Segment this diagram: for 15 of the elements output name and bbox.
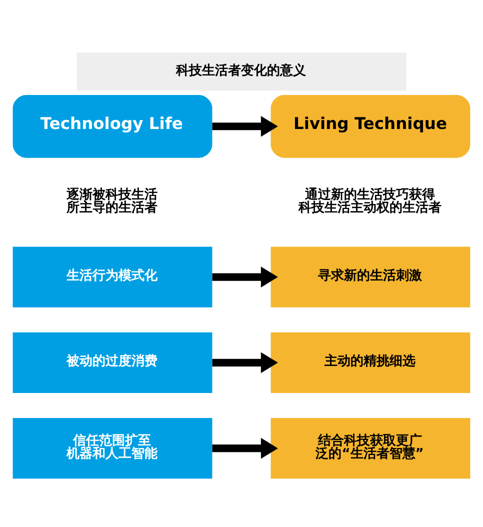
node-box: 主动的精挑细选 — [270, 332, 470, 394]
node-label: 通过新的生活技巧获得科技生活主动权的生活者 — [298, 188, 442, 216]
arrow — [212, 352, 278, 374]
node-box: Technology Life — [12, 94, 212, 158]
arrow — [212, 116, 278, 137]
node-label: 逐渐被科技生活所主导的生活者 — [66, 188, 158, 216]
node-box: 结合科技获取更广泛的“生活者智慧” — [270, 418, 470, 479]
diagram-title: 科技生活者变化的意义 — [176, 63, 306, 78]
node-box: 生活行为模式化 — [12, 246, 212, 308]
arrow — [212, 266, 278, 288]
node-box: Living Technique — [270, 94, 470, 158]
node-box: 被动的过度消费 — [12, 332, 212, 394]
node-box: 寻求新的生活刺激 — [270, 246, 470, 308]
arrow — [212, 438, 278, 459]
node-box: 信任范围扩至机器和人工智能 — [12, 418, 212, 479]
